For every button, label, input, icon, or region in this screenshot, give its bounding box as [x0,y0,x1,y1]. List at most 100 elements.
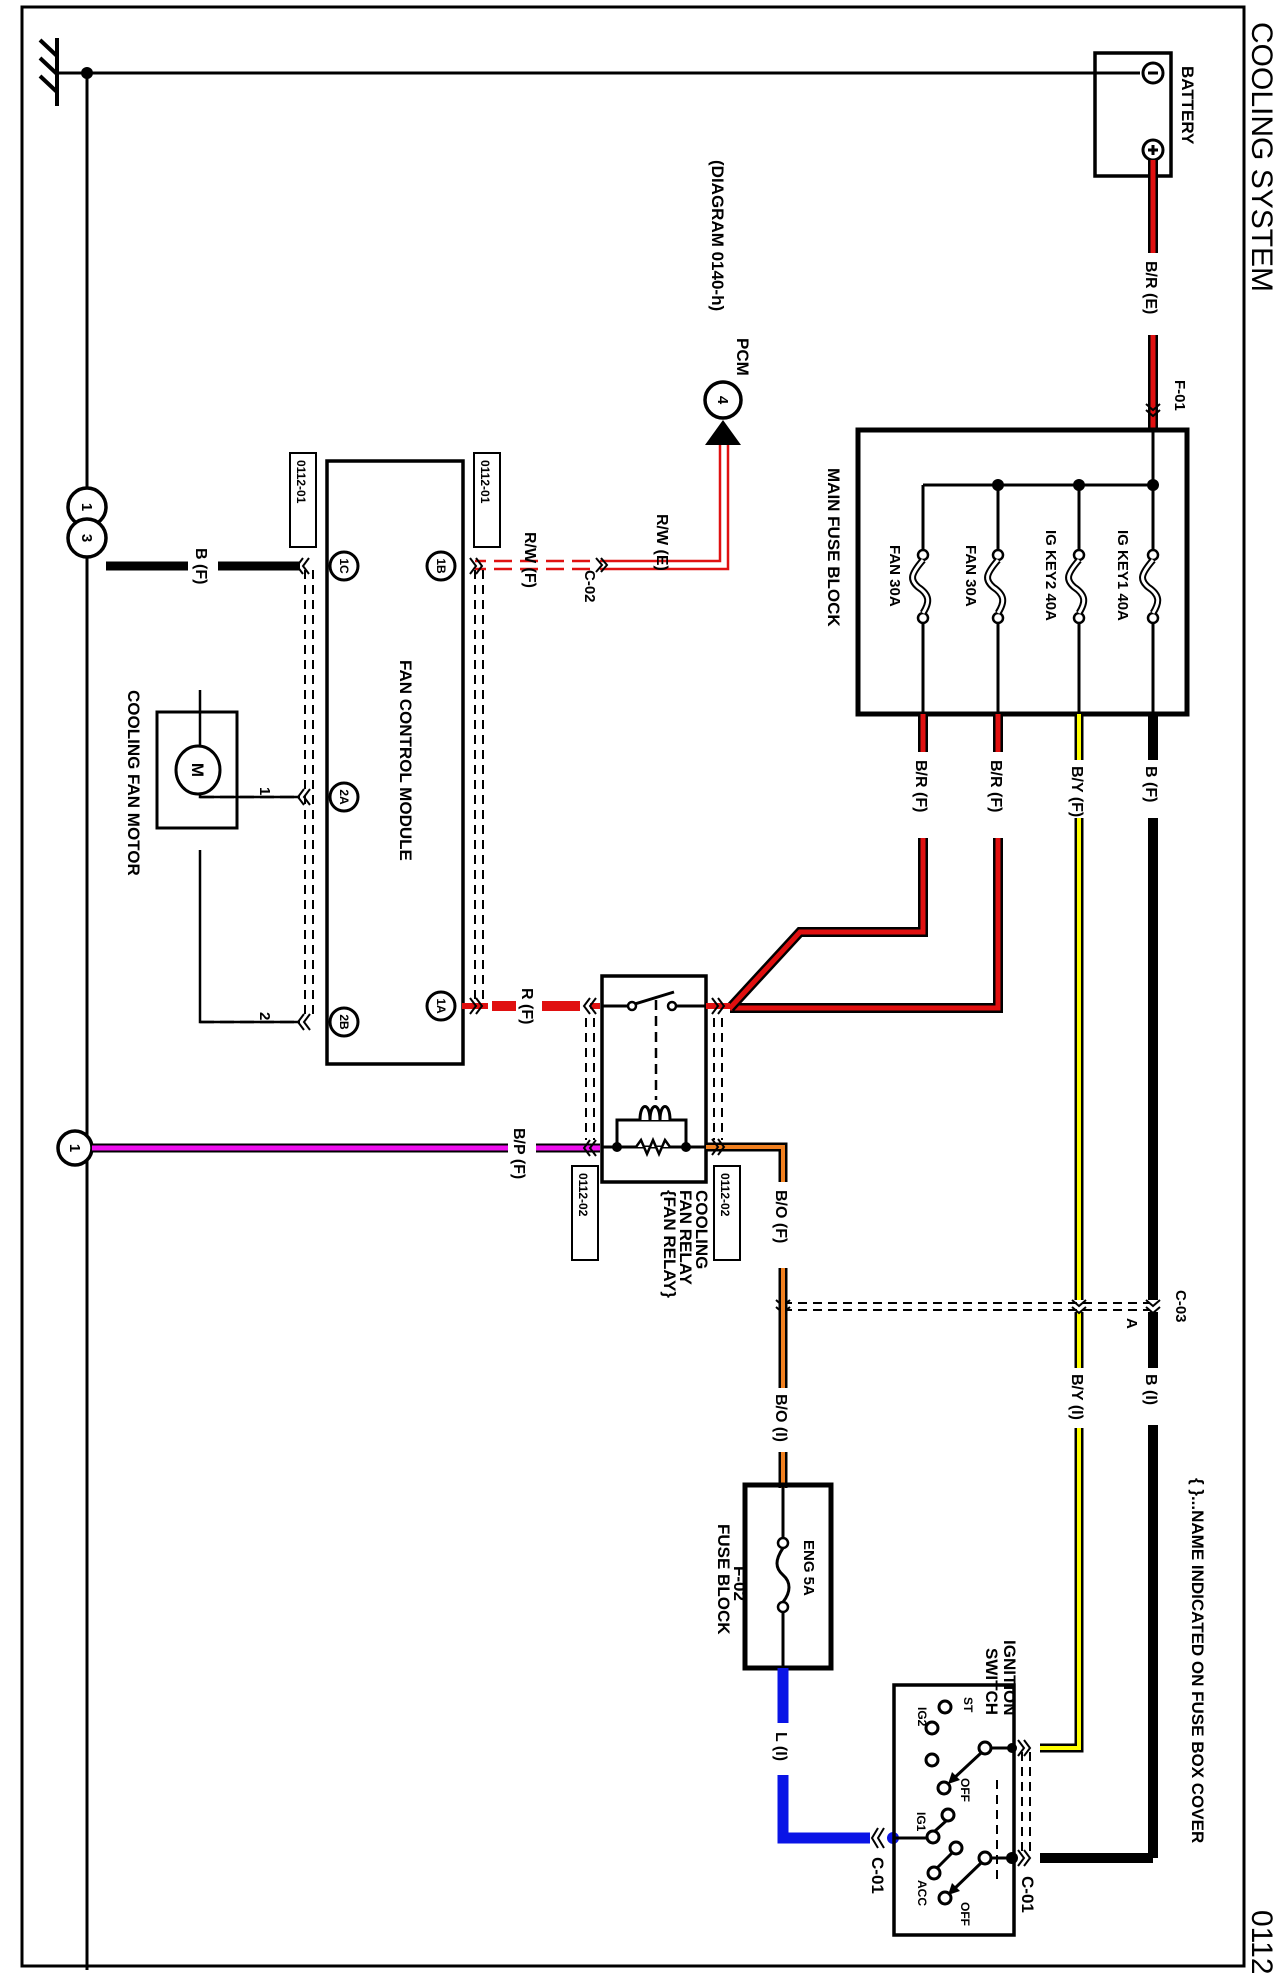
svg-text:1: 1 [78,503,95,511]
svg-text:1: 1 [66,1144,83,1152]
svg-text:4: 4 [714,396,731,405]
svg-text:A: A [1123,1318,1140,1329]
ground-point-3: 3 [66,517,108,559]
svg-text:C-02: C-02 [581,570,598,603]
page-number: 0112 [1245,1910,1278,1975]
fuse-ig-key2: IG KEY2 40A [1042,530,1088,625]
svg-text:IG2: IG2 [915,1707,929,1727]
cooling-fan-relay: COOLING FAN RELAY {FAN RELAY} 0112-02 01… [571,974,741,1298]
svg-text:1C: 1C [337,558,351,574]
svg-text:C-03: C-03 [1172,1290,1189,1323]
diagram-title: COOLING SYSTEM [1245,22,1278,292]
svg-text:3: 3 [78,534,95,542]
svg-text:IG KEY2 40A: IG KEY2 40A [1042,530,1059,621]
wire-ig-key2-yellow: B/Y (F) B/Y (I) [1040,714,1085,1753]
svg-text:R/W (E): R/W (E) [653,514,670,571]
fuse-ig-key1: IG KEY1 40A [1114,530,1162,625]
svg-text:0112-01: 0112-01 [294,460,308,504]
relay-coil-icon [638,1105,672,1121]
wire-fan-fuse-2: B/R (F) [726,714,929,1012]
svg-text:2B: 2B [337,1014,351,1030]
pin-2a: 2A [328,781,360,813]
connector-f01: F-01 [1145,380,1188,418]
svg-text:0112-02: 0112-02 [718,1173,732,1217]
svg-text:0112-02: 0112-02 [576,1173,590,1217]
svg-text:B/P (F): B/P (F) [510,1128,527,1179]
motor-pin-wires [200,795,300,1024]
svg-text:MAIN FUSE BLOCK: MAIN FUSE BLOCK [824,468,843,627]
svg-text:B/Y (F): B/Y (F) [1068,766,1085,817]
connector-c03: C-03 A [775,1290,1189,1329]
connector-c02: C-02 [581,557,609,603]
svg-text:L (I): L (I) [772,1732,789,1761]
svg-text:1: 1 [256,787,273,795]
pin-1b: 1B [425,550,457,582]
wire-battery-feed: B/R (E) [1142,160,1159,430]
svg-text:R (F): R (F) [518,988,535,1024]
eng-fuse-icon [775,1547,791,1603]
svg-text:FAN 30A: FAN 30A [886,545,903,607]
fuse-fan-1: FAN 30A [962,545,1007,625]
fuse-box-note: { }...NAME INDICATED ON FUSE BOX COVER [1188,1478,1207,1843]
svg-text:OFF: OFF [958,1778,972,1802]
wire-ig-key1-black: B (F) B (I) [1040,714,1159,1863]
svg-text:COOLING: COOLING [692,1190,711,1269]
svg-text:IGNITION: IGNITION [1000,1640,1019,1716]
ignition-switch: IGNITION SWITCH ST IG2 OFF IG1 ACC OFF [892,1640,1032,1937]
motor-icon: M [188,763,207,777]
svg-text:B/R (F): B/R (F) [912,760,929,812]
svg-text:1B: 1B [434,558,448,574]
battery: BATTERY [1093,51,1197,178]
wire-relay-ground: B/P (F) [92,1128,600,1179]
svg-text:OFF: OFF [958,1902,972,1926]
svg-text:FAN RELAY: FAN RELAY [676,1190,695,1285]
ground-point-1: 1 [66,486,108,528]
wire-fan-fuse-1: B/R (F) [730,714,1004,1013]
wire-eng-fuse-ignition: L (I) [772,1668,899,1849]
svg-text:F-01: F-01 [1171,380,1188,411]
wire-fcm-ground: B (F) [106,548,310,584]
svg-text:BATTERY: BATTERY [1178,66,1197,145]
svg-text:B/O (F): B/O (F) [772,1190,789,1243]
svg-text:2A: 2A [337,789,351,805]
svg-text:F-02: F-02 [730,1566,749,1601]
pin-2b: 2B [328,1006,360,1038]
svg-text:B (F): B (F) [1142,766,1159,802]
svg-text:R/W (F): R/W (F) [521,532,538,588]
connector-c01-right: C-01 [1018,1876,1037,1913]
svg-text:FUSE BLOCK: FUSE BLOCK [714,1524,733,1635]
svg-text:FAN CONTROL MODULE: FAN CONTROL MODULE [396,660,415,861]
fuse-block-f02: ENG 5A F-02 FUSE BLOCK [714,1482,834,1671]
svg-text:FAN 30A: FAN 30A [962,545,979,607]
svg-text:{FAN RELAY}: {FAN RELAY} [660,1190,679,1298]
svg-text:B (F): B (F) [192,548,209,584]
svg-text:IG1: IG1 [914,1812,928,1832]
svg-text:B/R (E): B/R (E) [1142,261,1159,314]
page-frame [20,5,1246,1968]
svg-text:(DIAGRAM 0140-h): (DIAGRAM 0140-h) [708,160,727,311]
svg-text:1A: 1A [434,998,448,1014]
wire-relay-eng-fuse: B/O (F) B/O (I) [706,1142,789,1488]
connector-c01-left: C-01 [868,1857,887,1894]
svg-text:B/Y (I): B/Y (I) [1068,1374,1085,1420]
svg-text:B/R (F): B/R (F) [987,760,1004,812]
fuse-fan-2: FAN 30A [886,545,932,625]
svg-text:B/O (I): B/O (I) [772,1394,789,1442]
pin-1a: 1A [425,990,457,1022]
svg-text:IG KEY1 40A: IG KEY1 40A [1114,530,1131,621]
svg-text:ENG 5A: ENG 5A [800,1540,817,1596]
pcm-arrow-icon [705,420,741,445]
pcm-reference: 4 PCM (DIAGRAM 0140-h) [703,160,752,445]
cooling-fan-motor: M COOLING FAN MOTOR 1 2 [124,690,300,1024]
svg-text:SWITCH: SWITCH [982,1648,1001,1715]
svg-text:PCM: PCM [733,338,752,376]
svg-text:COOLING FAN MOTOR: COOLING FAN MOTOR [124,690,143,876]
ground-point-relay: 1 [56,1129,94,1167]
svg-text:B (I): B (I) [1142,1374,1159,1405]
svg-text:ACC: ACC [915,1880,929,1906]
main-fuse-block: MAIN FUSE BLOCK [824,427,1190,717]
svg-text:2: 2 [256,1012,273,1020]
ground-symbol-icon [38,38,59,106]
fcm-connector-chevrons [296,557,726,1157]
relay-resistor-icon [634,1136,672,1158]
